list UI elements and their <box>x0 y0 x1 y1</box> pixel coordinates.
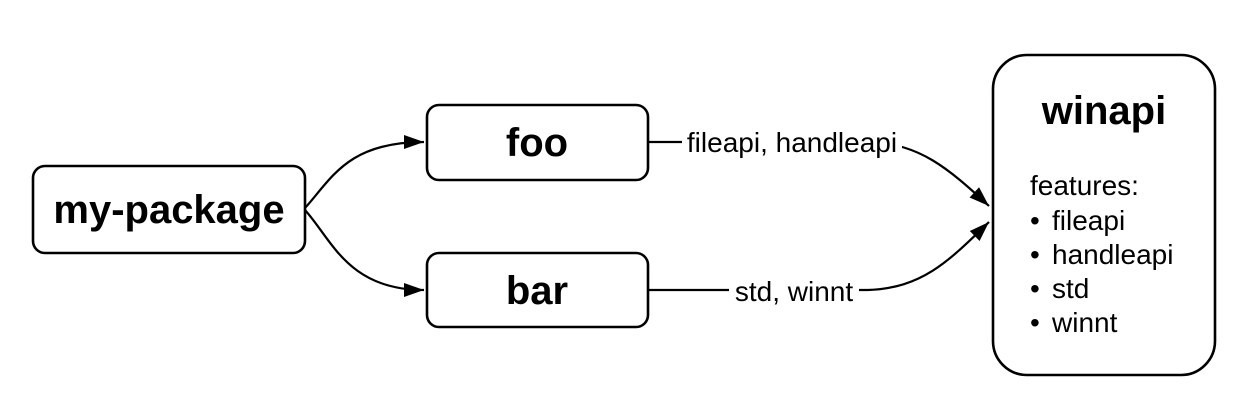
edge-label-foo-winapi: fileapi, handleapi <box>682 126 902 162</box>
winapi-features-heading: features: <box>1030 170 1139 201</box>
edge-mypackage-to-bar <box>304 209 425 297</box>
node-bar-shape <box>425 251 650 329</box>
feature-bullet: • <box>1030 307 1040 338</box>
feature-item-fileapi: fileapi <box>1052 205 1125 236</box>
feature-item-winnt: winnt <box>1051 307 1118 338</box>
node-winapi-shape <box>991 53 1217 377</box>
node-my-package-label: my-package <box>53 188 284 232</box>
edge-label-bg <box>729 274 859 310</box>
node-winapi: winapi features: • fileapi • handleapi •… <box>991 53 1217 377</box>
feature-bullet: • <box>1030 239 1040 270</box>
node-foo-shape <box>425 103 650 182</box>
edge-mypackage-to-foo <box>304 135 425 209</box>
edge-label-text: fileapi, handleapi <box>687 127 897 158</box>
edge-label-text: std, winnt <box>735 276 853 307</box>
feature-bullet: • <box>1030 205 1040 236</box>
node-foo: foo <box>425 103 650 182</box>
node-winapi-title: winapi <box>1041 89 1166 133</box>
node-foo-label: foo <box>506 121 568 165</box>
feature-bullet: • <box>1030 273 1040 304</box>
node-my-package: my-package <box>31 164 307 255</box>
edge-bar-to-winapi <box>648 221 990 292</box>
node-bar: bar <box>425 251 650 329</box>
edge-label-bar-winapi: std, winnt <box>729 274 859 310</box>
node-bar-label: bar <box>506 269 568 313</box>
edge-label-bg <box>682 126 902 162</box>
feature-item-handleapi: handleapi <box>1052 239 1173 270</box>
feature-item-std: std <box>1052 273 1089 304</box>
node-my-package-shape <box>31 164 307 255</box>
